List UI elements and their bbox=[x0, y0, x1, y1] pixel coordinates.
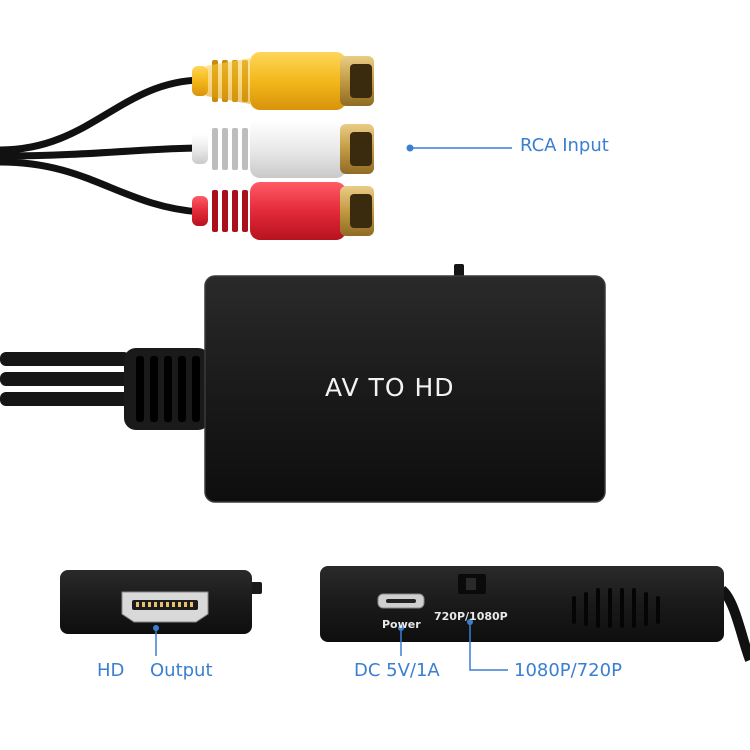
dc-power-label: DC 5V/1A bbox=[354, 660, 440, 681]
rca-input-pointer bbox=[406, 144, 512, 152]
power-side bbox=[320, 566, 750, 662]
converter-cables bbox=[0, 352, 130, 406]
rca-plug-red bbox=[192, 182, 374, 240]
rca-cables bbox=[0, 76, 201, 216]
dc-power-pointer bbox=[398, 625, 404, 656]
switch-label: 720P/1080P bbox=[434, 610, 508, 623]
device-front-label: AV TO HD bbox=[325, 373, 455, 402]
resolution-switch-label: 1080P/720P bbox=[514, 660, 622, 681]
converter-box bbox=[204, 264, 606, 503]
rca-input-label: RCA Input bbox=[520, 135, 609, 156]
output-label: Output bbox=[150, 660, 213, 681]
rca-plug-white bbox=[192, 120, 374, 178]
vent-slots bbox=[572, 588, 660, 628]
resolution-switch-pointer bbox=[467, 619, 508, 671]
hd-label: HD bbox=[97, 660, 125, 681]
hd-output-side bbox=[60, 570, 262, 634]
strain-relief bbox=[124, 348, 210, 430]
rca-plug-yellow bbox=[192, 52, 374, 110]
power-port-label: Power bbox=[382, 618, 421, 631]
output-pointer bbox=[153, 625, 159, 656]
